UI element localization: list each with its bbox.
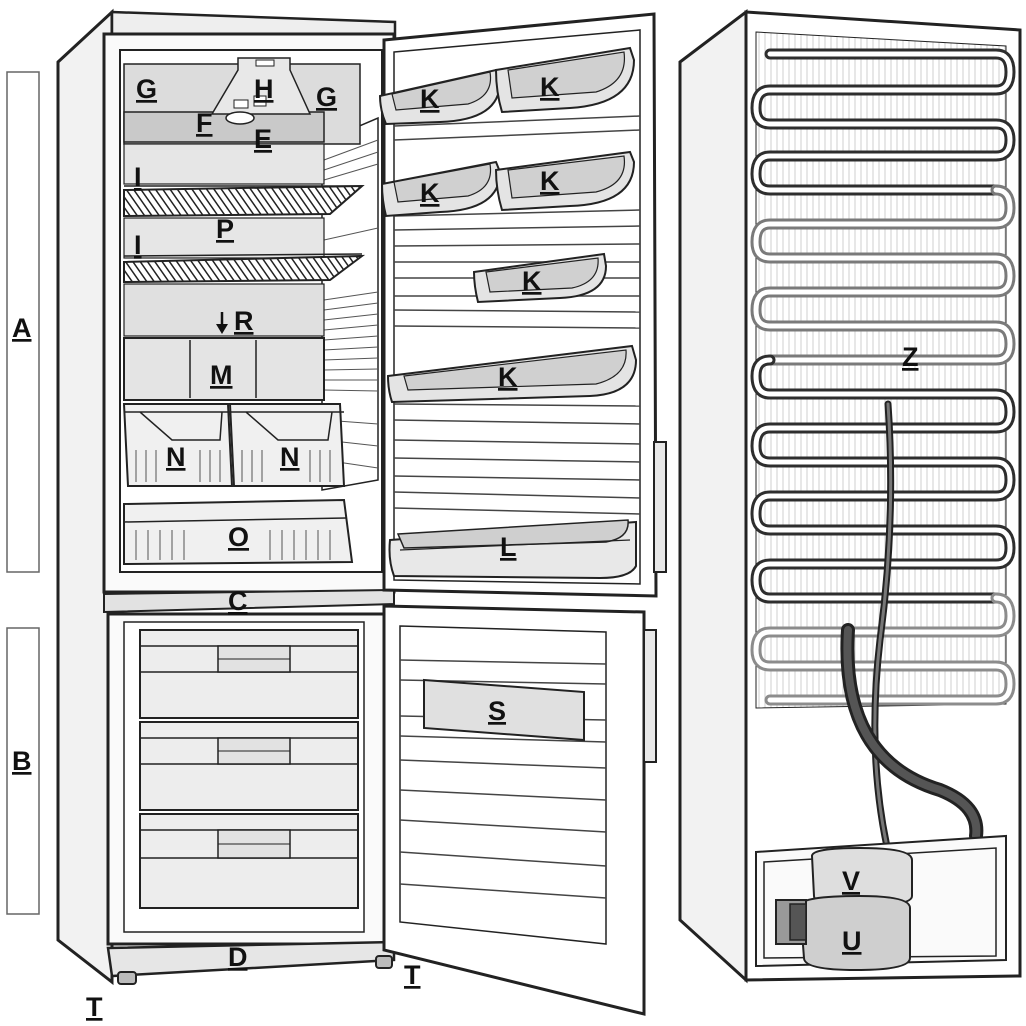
- glass-shelf-lower: [123, 217, 366, 284]
- freezer-drawer-1: [139, 629, 359, 719]
- label-b: B: [12, 746, 32, 776]
- label-k-6: K: [498, 362, 518, 392]
- label-e: E: [254, 124, 272, 154]
- label-m: M: [210, 360, 233, 390]
- label-f: F: [196, 108, 213, 138]
- crisper-drawer-left: [122, 403, 234, 487]
- label-c: C: [228, 586, 248, 616]
- label-k-5: K: [522, 266, 542, 296]
- zone-bracket-b: [6, 627, 40, 915]
- callout-labels: A B G H G F E I P I R M N N O C D T T K …: [12, 72, 919, 1022]
- label-i-lower: I: [134, 230, 142, 260]
- label-g-left: G: [136, 74, 157, 104]
- label-r: R: [234, 306, 254, 336]
- label-s: S: [488, 696, 506, 726]
- refrigerant-pipes: [840, 400, 1003, 917]
- zone-bracket-a: [6, 71, 40, 573]
- arrow-down-icon: [216, 312, 228, 334]
- fridge-door: [378, 12, 667, 598]
- crisper-drawer-right: [228, 403, 346, 487]
- condenser-coil: [750, 48, 1016, 706]
- fridge-body: [56, 8, 397, 986]
- adjustable-foot-left: [117, 971, 137, 985]
- glass-shelf-upper: [123, 143, 365, 218]
- door-rack-6: [386, 344, 638, 404]
- door-rack-5: [472, 252, 608, 304]
- freezer-drawer-3: [139, 813, 359, 909]
- label-l: L: [500, 532, 517, 562]
- label-k-1: K: [420, 84, 440, 114]
- label-g-right: G: [316, 82, 337, 112]
- fridge-top-compartment: [123, 57, 361, 145]
- label-d: D: [228, 942, 248, 972]
- freezer-door: [382, 604, 657, 1016]
- label-o: O: [228, 522, 249, 552]
- label-z: Z: [902, 342, 919, 372]
- freezer-door-panel-s: [423, 678, 585, 742]
- label-a: A: [12, 313, 32, 343]
- door-rack-2: [494, 46, 636, 114]
- freezer-drawer-2: [139, 721, 359, 811]
- plinth: [106, 940, 396, 978]
- label-h: H: [254, 74, 274, 104]
- label-t-right: T: [404, 960, 421, 990]
- adjustable-foot-right: [375, 955, 393, 969]
- label-v: V: [842, 866, 860, 896]
- label-i-upper: I: [134, 162, 142, 192]
- bottle-rack: [388, 519, 637, 580]
- label-p: P: [216, 214, 234, 244]
- label-n-right: N: [280, 442, 300, 472]
- compressor-u: [775, 894, 911, 972]
- crisper-cover: [123, 337, 325, 401]
- fridge-back-view: [678, 8, 1022, 984]
- divider-bar: [103, 588, 395, 614]
- bottom-drawer-o: [123, 498, 354, 566]
- label-u: U: [842, 926, 862, 956]
- label-k-2: K: [540, 72, 560, 102]
- label-t-left: T: [86, 992, 103, 1022]
- label-k-3: K: [420, 178, 440, 208]
- label-n-left: N: [166, 442, 186, 472]
- door-rack-4: [494, 150, 636, 212]
- label-k-4: K: [540, 166, 560, 196]
